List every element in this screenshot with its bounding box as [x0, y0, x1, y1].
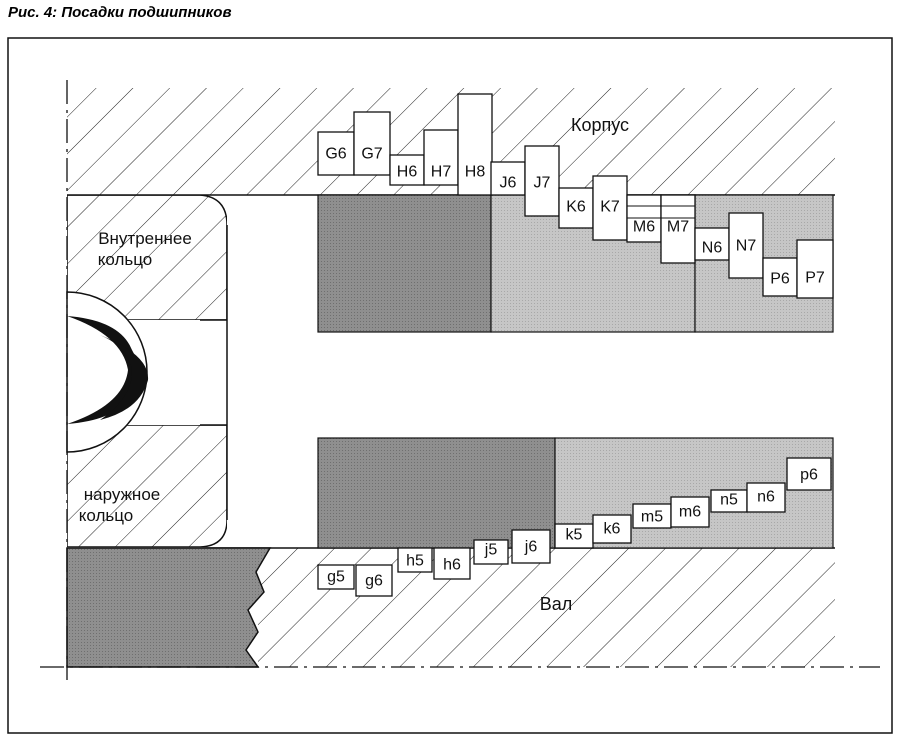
housing-fit-box-J7: J7: [524, 145, 560, 217]
housing-fit-box-J6: J6: [490, 161, 526, 196]
housing-fit-box-label: K7: [600, 199, 620, 216]
shaft-fit-box-m5: m5: [632, 503, 672, 529]
housing-fit-box-label: K6: [566, 199, 586, 216]
shaft-fit-box-label: k6: [604, 521, 621, 538]
shaft-fit-box-k6: k6: [592, 514, 632, 544]
shaft-fit-box-label: n6: [757, 489, 775, 506]
shaft-fit-box-m6: m6: [670, 496, 710, 528]
housing-fit-box-N6: N6: [694, 227, 730, 261]
frame-border: [7, 37, 893, 734]
shaft-fit-box-label: m6: [679, 504, 701, 521]
housing-fit-box-P6: P6: [762, 257, 798, 297]
shaft-fit-box-label: h5: [406, 553, 424, 570]
figure-title: Рис. 4: Посадки подшипников: [8, 4, 232, 21]
housing-zone-clearance: [317, 194, 492, 333]
shaft-fit-box-label: n5: [720, 492, 738, 509]
shaft-fit-box-h5: h5: [397, 547, 433, 573]
housing-fit-box-N7: N7: [728, 212, 764, 279]
housing-fit-box-label: G6: [325, 146, 346, 163]
housing-fit-box-label: M7: [667, 219, 689, 236]
housing-fit-box-H6: H6: [389, 154, 425, 186]
housing-fit-box-H7: H7: [423, 129, 459, 186]
shaft-fit-box-g5: g5: [317, 564, 355, 590]
housing-fit-box-label: N6: [702, 240, 723, 257]
shaft-fit-box-label: g5: [327, 569, 345, 586]
shaft-fit-box-label: j6: [524, 539, 538, 556]
bearing: [66, 195, 228, 547]
shaft-fit-box-g6: g6: [355, 564, 393, 597]
housing-fit-box-label: J6: [500, 175, 517, 192]
shaft-fit-box-k5: k5: [554, 523, 594, 549]
housing-fit-box-K6: K6: [558, 187, 594, 229]
housing-fit-box-M7: M7: [660, 194, 696, 264]
shaft-fit-box-j6: j6: [511, 529, 551, 564]
shaft-label: Вал: [540, 594, 573, 614]
housing-fit-box-label: N7: [736, 238, 757, 255]
shaft-fit-box-n6: n6: [746, 482, 786, 513]
shaft-fit-box-n5: n5: [710, 489, 748, 513]
housing-fit-box-label: H6: [397, 164, 418, 181]
housing-fit-box-label: G7: [361, 146, 382, 163]
shaft-fit-box-label: g6: [365, 573, 383, 590]
housing-label: Корпус: [571, 115, 629, 135]
housing-fit-box-H8: H8: [457, 93, 493, 196]
shaft-fit-box-label: k5: [566, 527, 583, 544]
shaft-break-section: [66, 547, 272, 668]
housing-fit-box-label: P7: [805, 270, 825, 287]
housing-fit-box-label: J7: [534, 175, 551, 192]
housing-fit-box-label: P6: [770, 271, 790, 288]
housing-fit-box-K7: K7: [592, 175, 628, 241]
housing-fit-box-G6: G6: [317, 131, 355, 176]
housing-fit-box-label: H8: [465, 164, 486, 181]
housing-fit-box-P7: P7: [796, 239, 834, 299]
shaft-fit-box-label: h6: [443, 557, 461, 574]
housing-fit-box-label: H7: [431, 164, 452, 181]
outer-ring-label-line1: наружное: [84, 485, 160, 504]
inner-ring-label-line1: Внутреннее: [98, 229, 192, 248]
housing-fit-box-label: M6: [633, 219, 655, 236]
shaft-fit-box-j5: j5: [473, 539, 509, 565]
shaft-fits: g5 g6 h5 h6 j5 j6 k5 k6 m5 m6 n5 n6 p6: [317, 457, 832, 597]
shaft-fit-box-label: j5: [484, 542, 498, 559]
housing-fit-box-G7: G7: [353, 111, 391, 176]
shaft-fit-box-h6: h6: [433, 547, 471, 580]
outer-ring-label-line2: кольцо: [79, 506, 134, 525]
shaft-fit-box-label: m5: [641, 509, 663, 526]
shaft-fit-box-label: p6: [800, 467, 818, 484]
shaft-fit-box-p6: p6: [786, 457, 832, 491]
inner-ring-label-line2: кольцо: [98, 250, 153, 269]
